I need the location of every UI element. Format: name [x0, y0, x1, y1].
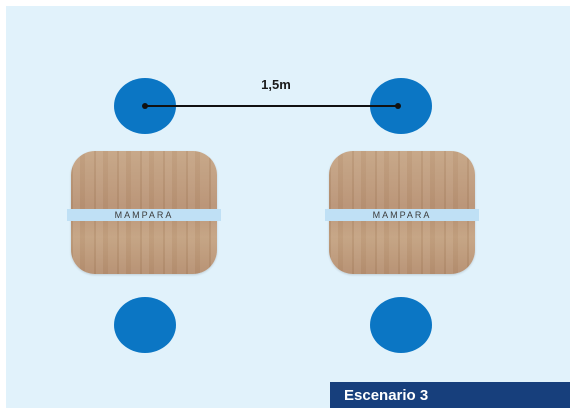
table-left: MAMPARA: [67, 151, 221, 274]
seat-bottom-right: [370, 297, 432, 353]
distance-line: [145, 105, 397, 107]
partition-left: MAMPARA: [67, 209, 221, 221]
table-right: MAMPARA: [325, 151, 479, 274]
distance-end-point: [395, 103, 401, 109]
seat-bottom-left: [114, 297, 176, 353]
diagram-canvas: 1,5m MAMPARA MAMPARA: [6, 6, 570, 408]
scenario-badge: Escenario 3: [330, 382, 570, 408]
distance-start-point: [142, 103, 148, 109]
partition-right: MAMPARA: [325, 209, 479, 221]
distance-label: 1,5m: [261, 77, 291, 92]
